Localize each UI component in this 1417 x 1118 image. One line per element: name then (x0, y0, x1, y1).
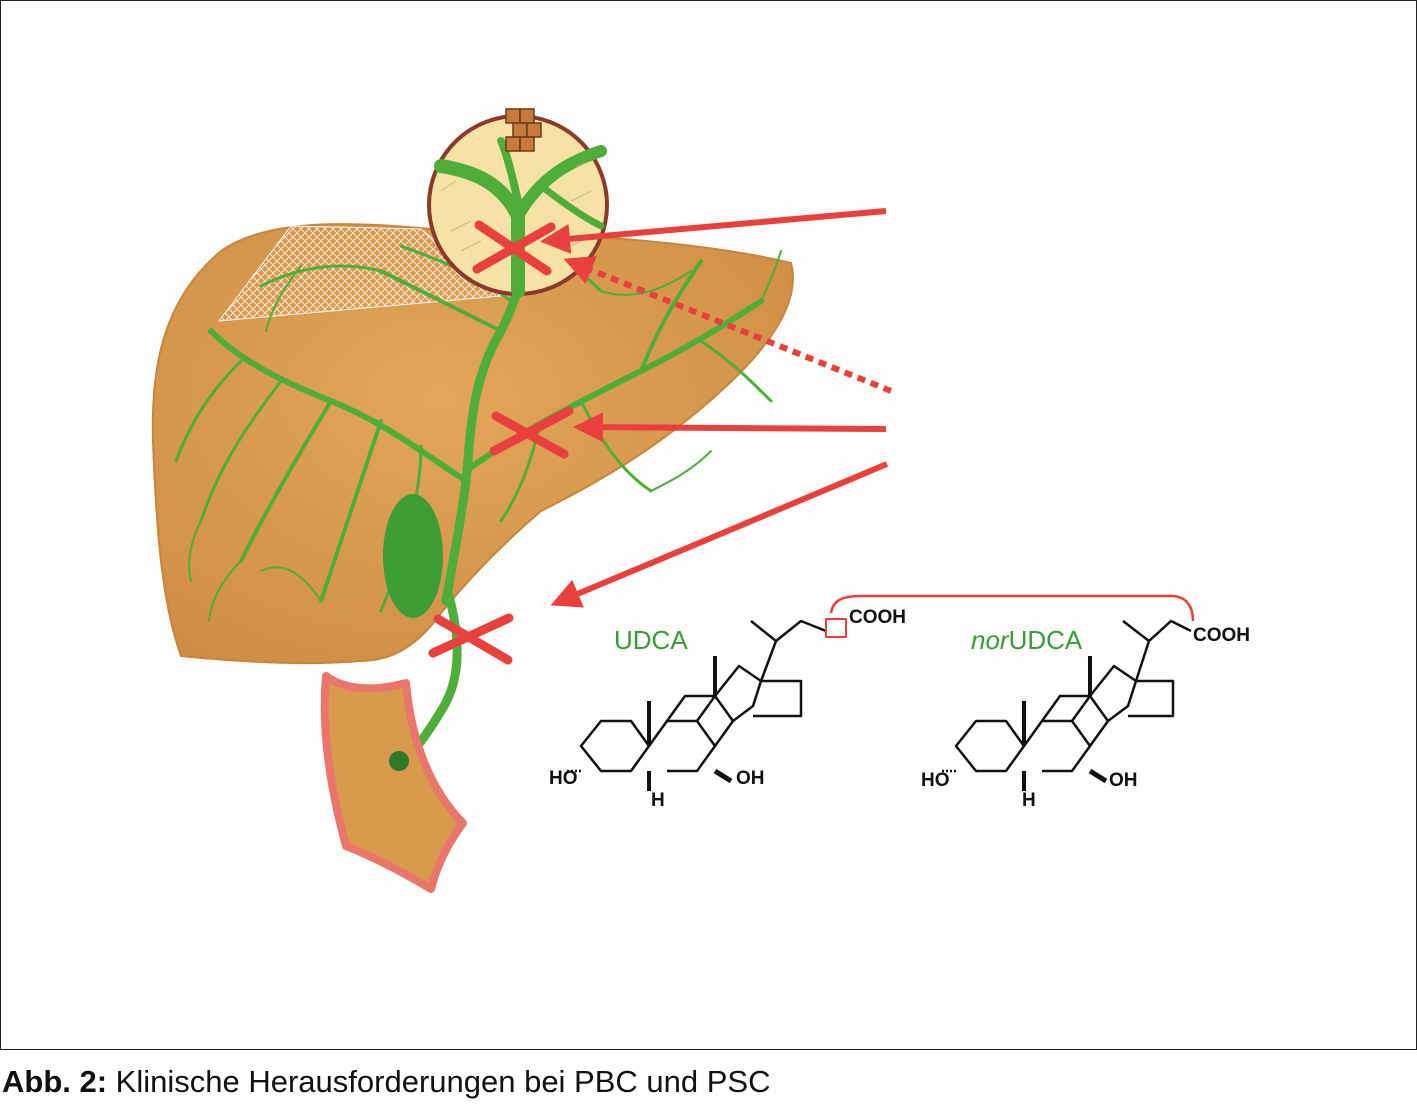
side-chain-bracket (829, 594, 1195, 622)
hepatocyte-cluster (505, 108, 542, 152)
norudca-ho: HO (921, 770, 950, 791)
figure-frame: UDCA COOH HO OH H norUDCA COOH HO OH H (0, 0, 1417, 1050)
udca-structure (566, 618, 847, 791)
norudca-oh: OH (1109, 770, 1138, 791)
norudca-cooh: COOH (1193, 625, 1250, 646)
x-cross-icon (428, 613, 514, 665)
dotted-arrow-icon (563, 256, 893, 394)
magnified-inset (427, 108, 609, 298)
figure-caption: Abb. 2: Klinische Herausforderungen bei … (2, 1064, 771, 1100)
udca-h: H (651, 790, 665, 811)
udca-ho: HO (549, 768, 578, 789)
norudca-h: H (1022, 790, 1036, 811)
norudca-label: norUDCA (971, 625, 1083, 655)
udca-label: UDCA (614, 625, 688, 655)
diagram-canvas: UDCA COOH HO OH H norUDCA COOH HO OH H (151, 108, 1250, 893)
arrow-icon (550, 461, 889, 608)
udca-oh: OH (736, 768, 765, 789)
arrow-icon (540, 208, 887, 254)
intestine-segment (320, 672, 467, 893)
bile-duct-tree (174, 241, 782, 622)
gallbladder (383, 494, 443, 618)
caption-text: Klinische Herausforderungen bei PBC und … (107, 1064, 771, 1099)
x-cross-icon (472, 220, 556, 276)
x-cross-icon (489, 406, 574, 459)
udca-cooh: COOH (849, 607, 906, 628)
papilla (389, 751, 409, 771)
norudca-structure (941, 619, 1192, 791)
arrow-icon (573, 412, 887, 443)
caption-label: Abb. 2: (2, 1064, 108, 1099)
